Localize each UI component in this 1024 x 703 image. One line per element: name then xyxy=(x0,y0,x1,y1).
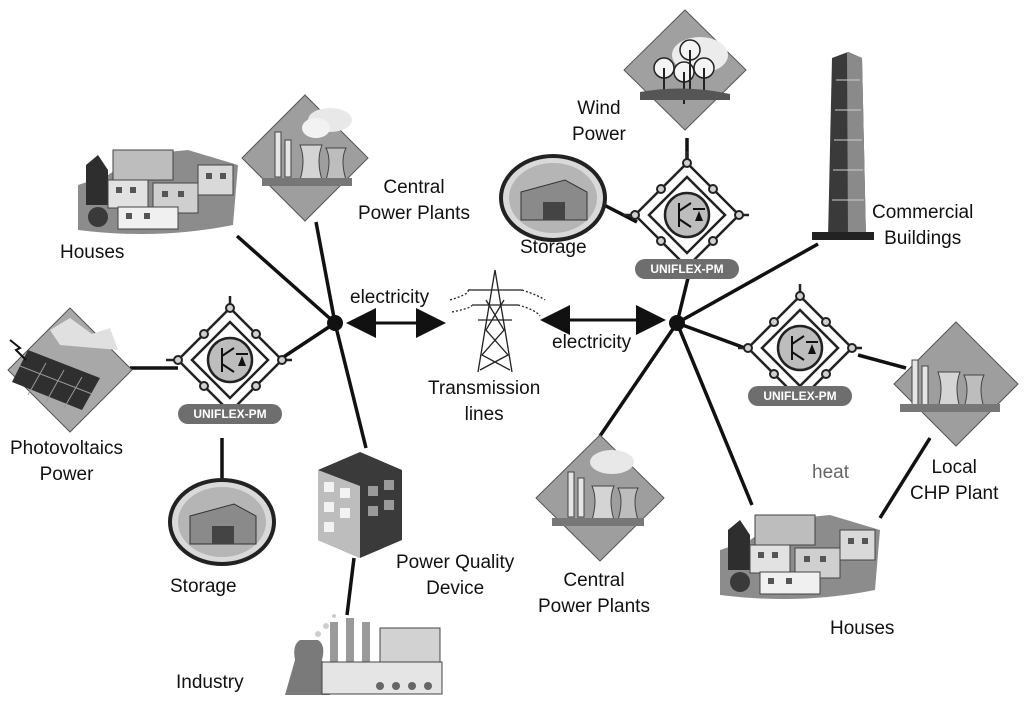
central-left-line2: Power Plants xyxy=(358,203,470,224)
uniflex-pm-right-lower-icon: UNIFLEX-PM xyxy=(738,284,862,406)
central-right-line1: Central xyxy=(563,570,625,591)
line-uniflex2-chp xyxy=(857,353,907,370)
houses-left-label: Houses xyxy=(60,240,124,266)
industry-icon xyxy=(285,614,443,695)
uniflex-pm-right-top-label: UNIFLEX-PM xyxy=(650,262,723,276)
photovoltaics-line1: Photovoltaics xyxy=(10,438,124,459)
electricity-right-text: electricity xyxy=(552,332,632,353)
transmission-line2: lines xyxy=(464,404,504,425)
central-right-label: Central Power Plants xyxy=(538,568,650,620)
industry-label: Industry xyxy=(176,670,244,696)
pq-device-line2: Device xyxy=(426,578,485,599)
left-hub-connections xyxy=(130,221,368,616)
commercial-line1: Commercial xyxy=(872,202,974,223)
central-power-plant-right-icon xyxy=(535,434,665,562)
houses-right-label: Houses xyxy=(830,616,894,642)
chp-plant-icon xyxy=(893,321,1019,447)
storage-left-icon xyxy=(168,478,276,566)
photovoltaics-icon xyxy=(7,307,133,433)
uniflex-pm-right-top-icon: UNIFLEX-PM xyxy=(623,151,749,279)
line-pqdevice-industry xyxy=(345,557,356,616)
heat-label: heat xyxy=(812,460,849,486)
photovoltaics-label: Photovoltaics Power xyxy=(10,436,123,488)
line-storage-uniflex xyxy=(603,203,638,224)
line-commercial-right-hub xyxy=(676,242,819,325)
central-left-line1: Central xyxy=(383,177,445,198)
storage-left-label: Storage xyxy=(170,574,237,600)
chp-label: Local CHP Plant xyxy=(910,455,998,507)
houses-left-icon xyxy=(78,149,238,234)
pq-device-label: Power Quality Device xyxy=(396,550,514,602)
left-hub-node xyxy=(327,315,343,331)
houses-right-icon xyxy=(720,514,880,599)
electricity-left-label: electricity xyxy=(350,285,429,311)
central-left-label: Central Power Plants xyxy=(358,175,470,227)
line-central-right-hub xyxy=(598,322,679,437)
transmission-label: Transmission lines xyxy=(428,376,540,428)
houses-left-text: Houses xyxy=(60,242,125,263)
wind-power-icon xyxy=(623,9,747,131)
power-quality-device-icon xyxy=(318,452,402,558)
houses-right-text: Houses xyxy=(830,618,895,639)
line-chp-houses xyxy=(878,437,932,519)
photovoltaics-line2: Power xyxy=(39,464,94,485)
storage-left-text: Storage xyxy=(170,576,237,597)
wind-line2: Power xyxy=(572,124,626,145)
right-hub-connections xyxy=(598,138,932,519)
line-pqdevice-left-hub xyxy=(333,322,368,449)
commercial-buildings-icon xyxy=(812,52,874,240)
storage-right-text: Storage xyxy=(520,237,587,258)
line-houses-right-hub xyxy=(675,322,754,506)
chp-line1: Local xyxy=(931,457,977,478)
transmission-line1: Transmission xyxy=(428,378,541,399)
industry-text: Industry xyxy=(176,672,244,693)
pq-device-line1: Power Quality xyxy=(396,552,515,573)
uniflex-pm-right-lower-label: UNIFLEX-PM xyxy=(763,389,836,403)
chp-line2: CHP Plant xyxy=(910,483,999,504)
line-central-left-hub xyxy=(314,221,337,324)
electricity-right-label: electricity xyxy=(552,330,631,356)
electricity-left-text: electricity xyxy=(350,287,430,308)
line-uniflex2-right-hub xyxy=(676,321,746,350)
line-uniflex-left-hub xyxy=(281,321,336,360)
storage-right-label: Storage xyxy=(520,235,587,261)
right-hub-node xyxy=(669,315,685,331)
heat-text: heat xyxy=(812,462,849,483)
storage-right-icon xyxy=(499,154,607,242)
transmission-tower-icon xyxy=(449,269,546,373)
uniflex-pm-left-icon: UNIFLEX-PM xyxy=(166,296,292,424)
central-right-line2: Power Plants xyxy=(538,596,650,617)
line-houses-left-hub xyxy=(235,234,337,325)
central-power-plant-left-icon xyxy=(241,94,369,222)
commercial-label: Commercial Buildings xyxy=(872,200,973,252)
uniflex-pm-left-label: UNIFLEX-PM xyxy=(193,407,266,421)
wind-line1: Wind xyxy=(577,98,621,119)
wind-label: Wind Power xyxy=(572,96,626,148)
commercial-line2: Buildings xyxy=(884,228,962,249)
